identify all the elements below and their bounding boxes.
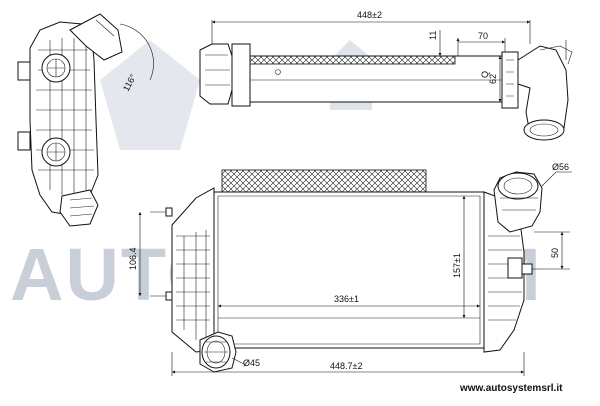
core-height-label: 157±1	[452, 253, 462, 278]
top-height-label: 62	[488, 74, 498, 84]
inlet-diameter-label: Ø45	[243, 358, 260, 368]
website-url: www.autosystemsrl.it	[460, 383, 563, 394]
svg-text:Q: Q	[480, 71, 490, 78]
top-length-label: 448±2	[357, 10, 382, 20]
top-offset-label: 70	[478, 31, 488, 41]
top-view: 448±2 11 70 62 Q	[199, 10, 573, 141]
side-view: 116°	[17, 13, 154, 227]
total-length-label: 448.7±2	[330, 361, 362, 371]
outlet-diameter-label: Ø56	[552, 162, 569, 172]
left-height-label: 106.4	[128, 247, 138, 270]
front-view: 106.4 336±1 157±1 Ø56 50 Ø45 448.7±2	[128, 162, 572, 376]
core-width-label: 336±1	[334, 294, 359, 304]
outlet-offset-label: 50	[550, 248, 560, 258]
top-depth-label: 11	[428, 31, 438, 40]
